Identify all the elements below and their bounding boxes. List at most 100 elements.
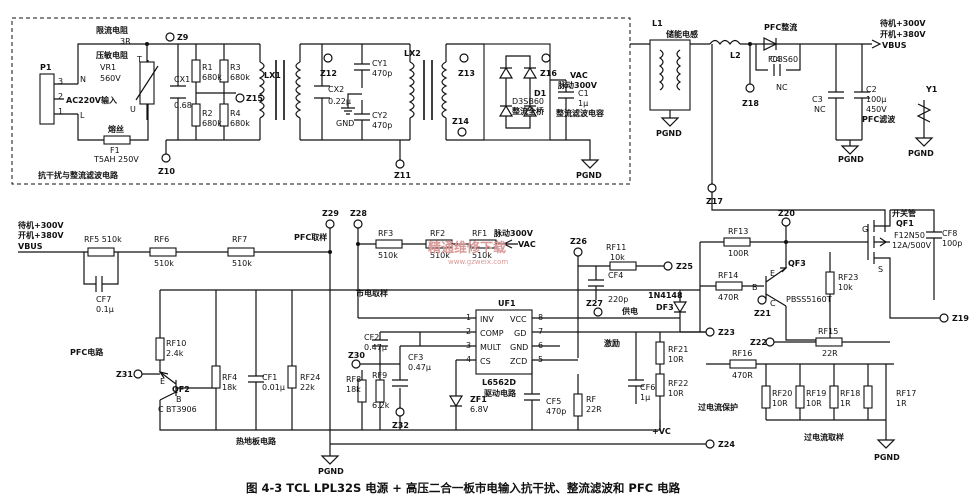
ocp-sample-label: 过电流取样 <box>804 432 844 442</box>
testpoint-z25 <box>663 261 673 271</box>
qf2-e: E <box>160 377 165 386</box>
tp-z20-label: Z20 <box>778 209 795 218</box>
rf8-label: RF8 <box>346 375 361 384</box>
rf3-resistor <box>375 239 403 249</box>
lx2-choke <box>408 44 448 140</box>
testpoint-z23 <box>705 327 715 337</box>
vr1-label-3: 压敏电阻 <box>96 50 128 60</box>
l1-desc: 储能电感 <box>665 29 698 39</box>
rf13-label: RF13 <box>728 227 748 236</box>
qf3-label: QF3 <box>788 259 806 268</box>
cy-capacitors <box>354 44 370 140</box>
qf1-label-1: 开关管 <box>892 208 916 218</box>
svg-text:GND: GND <box>510 343 528 352</box>
hot-ground-label: 热地板电路 <box>236 436 277 446</box>
rf17-label: RF17 <box>896 389 916 398</box>
c4-val: NC <box>776 83 788 92</box>
pgnd-symbol-6 <box>320 455 340 465</box>
rf6-resistor <box>149 247 177 257</box>
qf3-part: PBSS5160T <box>786 295 832 304</box>
rf9-resistor <box>375 379 385 403</box>
n-line <box>77 43 160 84</box>
ocp-sample-resistors <box>761 364 896 449</box>
lx1-label: LX1 <box>264 71 281 80</box>
rf4-resistor <box>211 365 221 389</box>
r4-ref: R4 <box>230 109 241 118</box>
cx2-value: 0.22μ <box>328 97 351 106</box>
rf7-label: RF7 <box>232 235 247 244</box>
pgnd-label-1: PGND <box>576 171 602 180</box>
rf15-resistor <box>815 337 843 347</box>
connector-p1 <box>39 73 55 125</box>
zf1-zener <box>448 372 464 430</box>
c2-c3-capacitors <box>828 44 870 141</box>
qf3-c: C <box>770 299 776 308</box>
pin-1: 1 <box>58 107 63 116</box>
cf2-value: 0.47μ <box>364 343 387 352</box>
tp-z27-label: Z27 <box>586 299 603 308</box>
tp-z30-label: Z31 <box>116 370 133 379</box>
cx2-label: CX2 <box>328 85 344 94</box>
rf24-value: 22k <box>300 383 315 392</box>
mains-sample-label: 市电取样 <box>356 288 388 298</box>
cy2-value: 470p <box>372 121 392 130</box>
rf-22r-resistor <box>573 393 583 417</box>
rf24-resistor <box>287 365 297 389</box>
cf7-label: CF7 <box>96 295 111 304</box>
y1-label: Y1 <box>925 85 938 94</box>
c1-label: C1 <box>578 89 589 98</box>
df3-diode <box>672 290 688 332</box>
fuse-rating: T5AH 250V <box>93 155 139 164</box>
bridge-label: 整流全桥 <box>511 106 545 116</box>
qf1-label-4: 12A/500V <box>892 241 932 250</box>
rf14-label: RF14 <box>718 271 738 280</box>
cf3-value: 0.47μ <box>408 363 431 372</box>
vr1-u: U <box>130 105 136 114</box>
gnd-label: GND <box>336 119 354 128</box>
pgnd-label-2: PGND <box>656 129 682 138</box>
svg-text:ZCD: ZCD <box>510 357 527 366</box>
pfc-diode-label: PFC整流 <box>764 22 797 32</box>
tp-z15-label: Z15 <box>246 94 263 103</box>
cx1-capacitor <box>170 44 186 140</box>
rf19-label: RF19 <box>806 389 826 398</box>
rf21-label: RF21 <box>668 345 688 354</box>
p1-leads <box>54 83 78 115</box>
cf4-capacitor <box>588 266 604 300</box>
l1-inductor <box>649 39 691 111</box>
rf14-value: 470R <box>718 293 739 302</box>
testpoint-z12 <box>323 53 333 63</box>
testpoint-z11 <box>395 159 405 169</box>
cf6-label: CF6 <box>640 383 655 392</box>
watermark-url: www.gzweix.com <box>448 258 508 266</box>
vbus-left-line2: 开机+380V <box>18 230 64 240</box>
svg-text:8: 8 <box>538 313 543 322</box>
l-line <box>77 114 104 141</box>
filter-cap-label: 整流滤波电容 <box>555 108 604 118</box>
tp-z21-label: Z21 <box>754 309 771 318</box>
qf1-g: G <box>862 225 868 234</box>
vac2-label-1: 脉动300V <box>493 228 534 238</box>
tp-z17-label: Z17 <box>706 197 723 206</box>
c3-ref: C3 <box>812 95 823 104</box>
pfc-sample-label: PFC取样 <box>294 232 327 242</box>
rf22-label: RF22 <box>668 379 688 388</box>
pfc-circuit-label: PFC电路 <box>70 347 104 357</box>
rf16-label: RF16 <box>732 349 752 358</box>
fuse-f1 <box>103 135 131 145</box>
qf3-transistor <box>765 267 788 307</box>
tp-z19-label: Z19 <box>952 314 969 323</box>
gnd-symbol <box>341 107 355 115</box>
rf5-resistor <box>87 247 115 257</box>
rf23-resistor <box>825 271 835 295</box>
testpoint-z22 <box>765 337 775 347</box>
testpoint-z29 <box>325 219 335 229</box>
rf18-value: 1R <box>840 399 851 408</box>
rf22-value: 10R <box>668 389 684 398</box>
pin-2: 2 <box>58 92 63 101</box>
supply-label: 供电 <box>621 306 638 316</box>
c4-capacitor <box>755 44 801 76</box>
rf7-resistor <box>227 247 255 257</box>
